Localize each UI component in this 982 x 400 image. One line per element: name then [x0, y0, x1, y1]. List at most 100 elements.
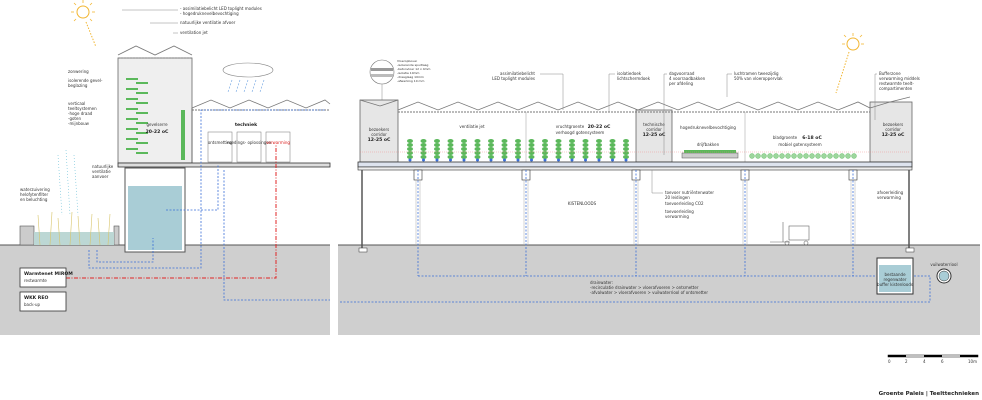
room-verwarming: verwarming	[266, 140, 290, 145]
svg-text:drijfbakken: drijfbakken	[697, 142, 720, 147]
svg-text:beglazing: beglazing	[68, 83, 88, 88]
tower-label-vent: natuurlijke ventilatie afvoer	[180, 20, 236, 25]
room-ontsmetting: ontsmetting	[208, 140, 233, 145]
svg-text:10m: 10m	[968, 359, 977, 364]
main-greenhouse	[357, 96, 915, 253]
svg-text:per afdeling: per afdeling	[669, 81, 694, 86]
room-voedingsoplossingen: voedings- oplossingen	[227, 140, 272, 145]
tomato-plant	[542, 139, 548, 162]
svg-text:verwarming: verwarming	[665, 214, 689, 219]
footer-title: Groente Paleis | Teelttechnieken	[879, 391, 979, 397]
leafy-plant	[827, 153, 833, 159]
svg-text:LED toplight modules: LED toplight modules	[492, 76, 535, 81]
svg-text:mobiel gotensysteem: mobiel gotensysteem	[778, 142, 821, 147]
svg-text:12-25 oC: 12-25 oC	[882, 132, 905, 138]
svg-text:12-25 oC: 12-25 oC	[368, 137, 391, 143]
svg-text:toevoerleiding: toevoerleiding	[665, 209, 694, 214]
svg-text:verticaal: verticaal	[68, 101, 85, 106]
heating-line	[66, 145, 277, 279]
svg-text:luchtramen tweezijdig: luchtramen tweezijdig	[734, 71, 779, 76]
tomato-plant	[420, 139, 427, 162]
pipe-labels: toevoer nutriëntenwater 20 leidingen toe…	[651, 170, 904, 219]
svg-text:corridor: corridor	[371, 132, 387, 137]
leafy-plant	[845, 153, 851, 159]
drainwater-label: drainwater: -recirculatie drainwater > v…	[590, 280, 708, 295]
svg-text:back-up: back-up	[24, 302, 40, 307]
svg-text:dagvoorraad: dagvoorraad	[669, 71, 695, 76]
sewer-icon: vuilwaterriool	[930, 262, 958, 284]
tower-label-led: - assimilatiebelicht LED toplight module…	[180, 6, 262, 11]
svg-text:verhoogd gotensysteem: verhoogd gotensysteem	[556, 130, 605, 135]
svg-text:bezoekers: bezoekers	[369, 127, 389, 132]
leafy-plant	[803, 153, 809, 159]
svg-text:isolatiedoek: isolatiedoek	[617, 71, 642, 76]
helophyte-filter	[19, 149, 120, 246]
gevelserre-label: gevelserre	[146, 122, 168, 127]
svg-text:-afwerking 10 mm: -afwerking 10 mm	[397, 79, 424, 83]
leafy-plant	[821, 153, 827, 159]
leafy-plant	[809, 153, 815, 159]
ground-left	[0, 245, 330, 335]
svg-text:verwarming: verwarming	[877, 195, 901, 200]
svg-text:vuilwaterriool: vuilwaterriool	[930, 262, 957, 267]
svg-text:-hoge draad: -hoge draad	[68, 111, 93, 116]
tomato-plant	[623, 139, 629, 162]
leafy-plant	[761, 153, 767, 159]
leafy-plant	[755, 153, 761, 159]
wkk-box: WKK REO back-up	[19, 291, 67, 312]
ventilation-intake-label: aanvoer	[92, 174, 109, 179]
svg-text:ventilatie jet: ventilatie jet	[459, 124, 485, 129]
svg-text:corridor: corridor	[885, 127, 901, 132]
svg-text:Warmtenet MIROM: Warmtenet MIROM	[24, 271, 73, 277]
svg-text:4 voorraadbakken: 4 voorraadbakken	[669, 76, 706, 81]
water-purification-label: helofytenfilter	[20, 192, 48, 197]
svg-text:vruchtgroente: vruchtgroente	[556, 124, 585, 129]
tomato-plant	[569, 139, 575, 162]
leafy-plant	[851, 153, 857, 159]
water-basin	[124, 167, 186, 253]
ventilation-intake-label: natuurlijke	[92, 164, 114, 169]
svg-text:technische: technische	[643, 122, 665, 127]
svg-text:Bufferzone: Bufferzone	[879, 71, 901, 76]
svg-text:afvoerleiding: afvoerleiding	[877, 190, 904, 195]
svg-text:-goten: -goten	[68, 116, 81, 121]
svg-text:buffer kistenloods: buffer kistenloods	[877, 282, 913, 287]
tomato-plant	[488, 139, 494, 162]
leafy-plant	[779, 153, 785, 159]
svg-text:2: 2	[905, 359, 908, 364]
leafy-plant	[785, 153, 791, 159]
floor-detail-legend: Vloeropbouw: -isolerende spuitlaag -beto…	[369, 59, 431, 100]
svg-text:teeltsystemen: teeltsystemen	[68, 106, 97, 111]
zone-labels: bezoekers corridor 12-25 oC ventilatie j…	[368, 122, 905, 147]
svg-text:toevoerleiding CO2: toevoerleiding CO2	[665, 201, 704, 206]
svg-text:bezoekers: bezoekers	[883, 122, 903, 127]
leafy-plant	[749, 153, 755, 159]
svg-text:12-25 oC: 12-25 oC	[643, 132, 666, 138]
tomato-plant	[447, 139, 454, 162]
water-purification-label: waterzuivering	[20, 187, 50, 192]
svg-text:isolerende gevel-: isolerende gevel-	[68, 78, 103, 83]
top-labels: assimilatiebelicht LED toplight modules …	[492, 71, 920, 155]
tower-label-jet: ventilation jet	[180, 30, 208, 35]
svg-text:-afvalwater > vloerafvoeren >: -afvalwater > vloerafvoeren > vuilwaterr…	[590, 290, 708, 295]
tomato-plant	[582, 139, 589, 162]
svg-text:regenwater: regenwater	[884, 277, 907, 282]
svg-text:restwarmte teelt-: restwarmte teelt-	[879, 81, 914, 86]
svg-text:-isolerende spuitlaag: -isolerende spuitlaag	[397, 63, 429, 67]
svg-text:-mijnbouw: -mijnbouw	[68, 121, 90, 126]
rain-cloud-icon	[222, 62, 274, 93]
ground-right	[338, 245, 980, 335]
ventilation-intake-label: ventilatie	[92, 169, 111, 174]
svg-text:4: 4	[923, 359, 926, 364]
leafy-plant	[839, 153, 845, 159]
svg-text:restwarmte: restwarmte	[24, 278, 47, 283]
svg-text:toevoer nutriëntenwater: toevoer nutriëntenwater	[665, 190, 714, 195]
warmtenet-box: Warmtenet MIROM restwarmte	[19, 267, 73, 288]
tomato-plant	[596, 139, 602, 162]
svg-text:drainwater:: drainwater:	[590, 280, 613, 285]
gevelserre-temp: 20-22 oC	[146, 129, 169, 135]
svg-text:-draaglaag 10mm: -draaglaag 10mm	[397, 75, 424, 79]
svg-text:6: 6	[941, 359, 944, 364]
svg-text:20 leidingen: 20 leidingen	[665, 195, 690, 200]
scale-bar: 0 2 4 6 10m	[887, 354, 979, 364]
